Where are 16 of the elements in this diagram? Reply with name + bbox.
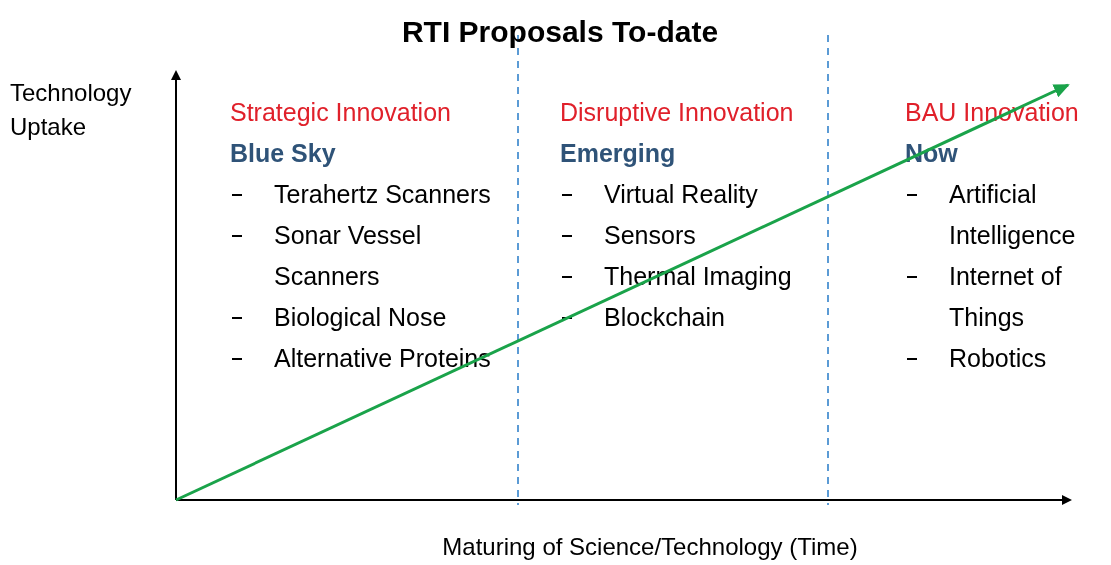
axis-label: Maturing of Science/Technology (Time) [441,532,859,562]
list-item: Virtual Reality [604,179,758,210]
category-subheading: Blue Sky [230,138,337,169]
title: RTI Proposals To-date [400,14,720,50]
list-item: Robotics [949,343,1047,374]
list-item: Sensors [604,220,696,251]
list-item: Terahertz Scanners [274,179,491,210]
category-heading: Strategic Innovation [230,97,452,128]
list-item: Internet of Things [949,261,1063,333]
list-item: Biological Nose [274,302,447,333]
list-item: Blockchain [604,302,725,333]
category-subheading: Emerging [560,138,677,169]
category-heading: Disruptive Innovation [560,97,795,128]
list-item: Artificial Intelligence [949,179,1077,251]
list-item: Sonar Vessel Scanners [274,220,423,292]
axis-label: Technology Uptake [10,78,133,142]
